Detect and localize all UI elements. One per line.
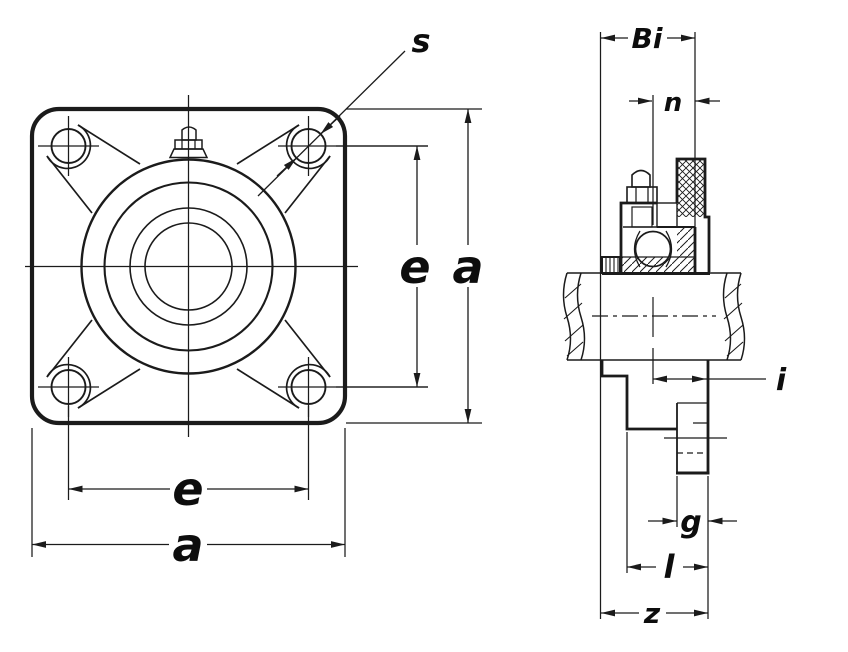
dimension-i: i — [653, 363, 787, 398]
collar-foot — [601, 256, 621, 274]
e-vert-label-mask — [399, 245, 432, 287]
side-extension-lines — [599, 32, 709, 619]
dim-label-i: i — [776, 363, 787, 398]
boss-arc-br — [285, 363, 331, 409]
a-vert-label-mask — [451, 245, 485, 287]
collar-foot-hatch — [605, 258, 619, 272]
housing-circle-outer — [80, 158, 297, 375]
grease-fitting-front — [168, 126, 209, 159]
inner-ring-strip-hatch — [620, 257, 695, 273]
a-horiz-label-mask — [169, 523, 207, 567]
ball — [634, 230, 672, 268]
housing-wedge-crosshatch — [656, 202, 678, 228]
dim-label-l: l — [664, 548, 676, 586]
housing-circle-2 — [103, 181, 274, 352]
grease-fitting-front-cap — [181, 126, 197, 141]
gusset-tl-top — [77, 124, 141, 165]
dim-label-bi: Bi — [632, 22, 663, 55]
dimension-g: g — [648, 505, 737, 540]
flange-square-outline — [29, 106, 348, 426]
side-view: Bi n i g l z — [562, 22, 787, 630]
bi-label-mask — [628, 23, 667, 52]
dimension-s: s — [257, 22, 431, 197]
grease-fitting-side — [626, 169, 658, 204]
boss-arc-bl — [46, 363, 92, 409]
s-arrow-upper — [320, 115, 341, 135]
z-label-mask — [639, 599, 666, 627]
gusset-bl-bottom — [77, 368, 141, 409]
dim-label-s: s — [411, 22, 430, 60]
dim-label-a-horizontal: a — [172, 518, 203, 572]
dimension-e-horizontal: e — [67, 406, 310, 516]
gusset-tr-top — [236, 124, 300, 165]
dim-label-a-vertical: a — [452, 240, 483, 294]
dimension-l: l — [627, 548, 708, 586]
setscrew-core — [631, 206, 653, 228]
inner-ring-shoulder-hatch — [677, 227, 695, 257]
dim-label-e-horizontal: e — [172, 462, 203, 516]
dim-label-e-vertical: e — [399, 240, 430, 294]
inner-ring-circle — [129, 207, 248, 326]
gusset-br-bottom — [236, 368, 300, 409]
dimension-Bi: Bi — [601, 22, 695, 55]
shaft-break-left-hatch — [563, 283, 584, 357]
shaft — [562, 272, 746, 361]
race-arc-left — [633, 230, 641, 268]
race-arc-right — [665, 230, 673, 268]
dimension-a-vertical: a — [346, 108, 485, 424]
boss-arc-tl — [46, 124, 92, 170]
e-horiz-label-mask — [170, 467, 207, 511]
bearing-section — [601, 157, 711, 275]
l-label-mask — [656, 551, 683, 581]
hub-section — [600, 360, 727, 475]
dimension-z: z — [601, 597, 708, 630]
flange-plate-crosshatch — [677, 159, 705, 217]
grease-fitting-side-cap — [631, 169, 651, 188]
dim-label-n: n — [664, 88, 683, 118]
dimension-a-horizontal: a — [31, 428, 346, 572]
dimension-n: n — [629, 88, 720, 118]
shaft-break-right-hatch — [723, 283, 744, 357]
hub-outline — [600, 360, 677, 431]
dim-label-g: g — [680, 505, 701, 540]
dim-label-z: z — [643, 597, 661, 630]
front-view: s e a e a — [25, 22, 485, 572]
bore-circle — [144, 222, 233, 311]
flange-plate-outline — [675, 157, 711, 272]
dimension-e-vertical: e — [336, 145, 432, 388]
grease-fitting-side-hex — [626, 186, 658, 204]
s-arrow-lower — [276, 157, 297, 177]
